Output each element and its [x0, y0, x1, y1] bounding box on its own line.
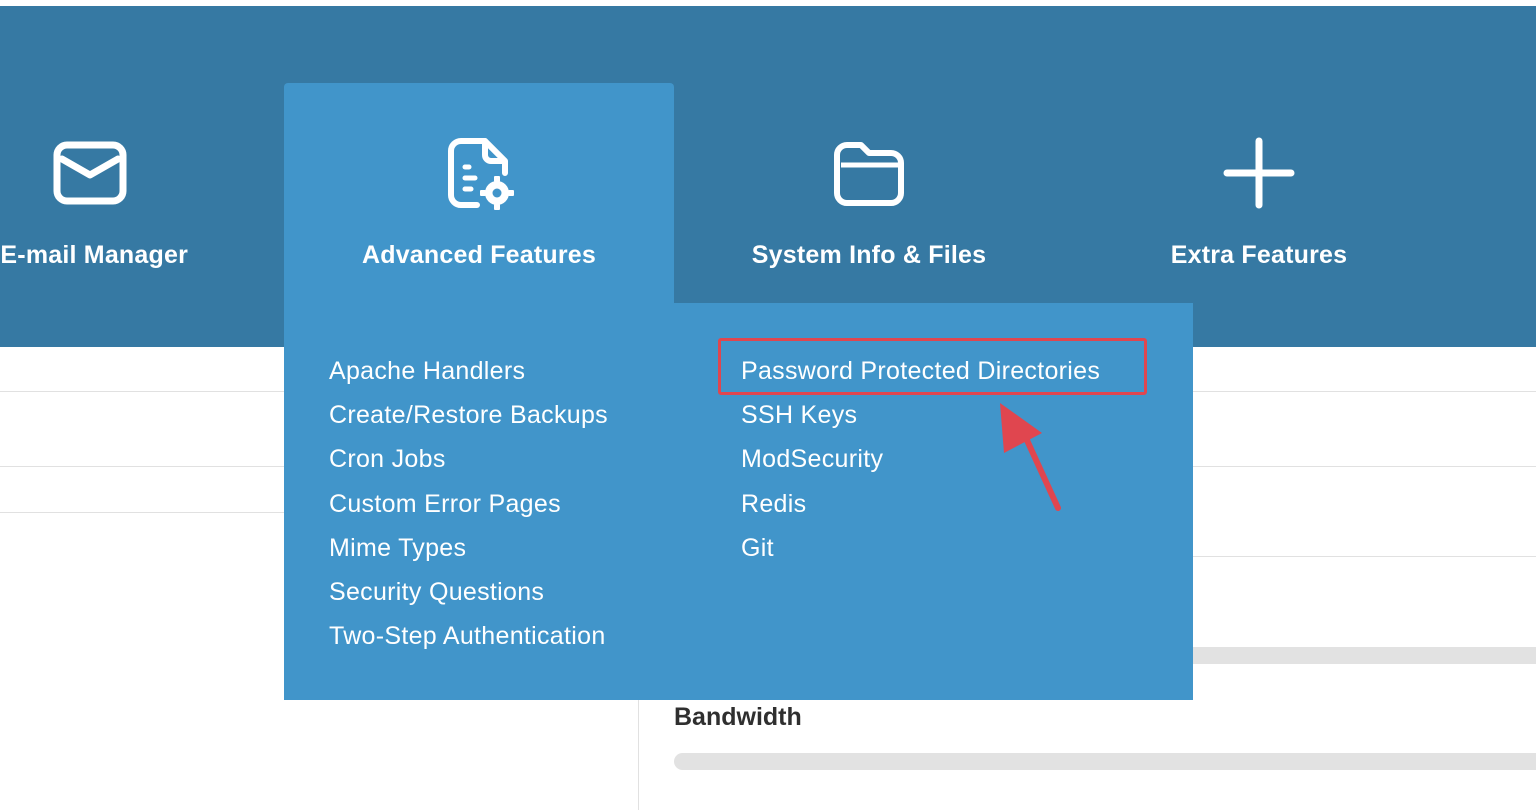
content-divider — [1193, 466, 1536, 467]
plus-icon — [1223, 137, 1295, 209]
menu-item-mime-types[interactable]: Mime Types — [329, 533, 467, 562]
menu-item-custom-error-pages[interactable]: Custom Error Pages — [329, 489, 561, 518]
nav-item-email-manager[interactable]: E-mail Manager — [0, 83, 280, 303]
nav-item-system-info-files[interactable]: System Info & Files — [674, 83, 1064, 303]
content-divider — [0, 512, 284, 513]
advanced-features-dropdown: Apache Handlers Create/Restore Backups C… — [284, 303, 1193, 700]
menu-item-cron-jobs[interactable]: Cron Jobs — [329, 445, 446, 474]
envelope-icon — [53, 141, 127, 205]
nav-label-advanced-features: Advanced Features — [361, 241, 597, 269]
content-divider — [0, 466, 284, 467]
red-arrow-icon — [1000, 403, 1061, 511]
top-strip — [0, 0, 1536, 6]
dropdown-left-column: Apache Handlers Create/Restore Backups C… — [329, 351, 608, 660]
menu-item-modsecurity[interactable]: ModSecurity — [741, 445, 884, 474]
nav-item-extra-features[interactable]: Extra Features — [1064, 83, 1454, 303]
usage-bar-track — [1180, 647, 1536, 664]
document-gear-icon — [448, 138, 514, 210]
menu-item-apache-handlers[interactable]: Apache Handlers — [329, 357, 526, 385]
dropdown-right-column: Password Protected Directories SSH Keys … — [741, 351, 1100, 572]
menu-item-redis[interactable]: Redis — [741, 489, 807, 518]
menu-item-security-questions[interactable]: Security Questions — [329, 577, 545, 606]
nav-label-extra-features: Extra Features — [1170, 241, 1348, 269]
menu-item-password-protected-directories[interactable]: Password Protected Directories — [741, 357, 1101, 385]
nav-label-system-info-files: System Info & Files — [751, 241, 987, 269]
bandwidth-bar-track — [674, 753, 1536, 770]
content-divider — [0, 391, 284, 392]
highlight-box — [718, 338, 1147, 395]
nav-label-email-manager: E-mail Manager — [0, 241, 188, 269]
menu-item-two-step-authentication[interactable]: Two-Step Authentication — [329, 622, 606, 651]
menu-item-git[interactable]: Git — [741, 533, 774, 562]
content-divider — [1193, 391, 1536, 392]
menu-item-ssh-keys[interactable]: SSH Keys — [741, 401, 858, 430]
menu-item-create-restore-backups[interactable]: Create/Restore Backups — [329, 401, 608, 430]
content-divider — [1193, 556, 1536, 557]
bandwidth-title: Bandwidth — [674, 703, 802, 731]
nav-item-advanced-features[interactable]: Advanced Features — [284, 83, 674, 308]
folder-icon — [834, 142, 904, 206]
